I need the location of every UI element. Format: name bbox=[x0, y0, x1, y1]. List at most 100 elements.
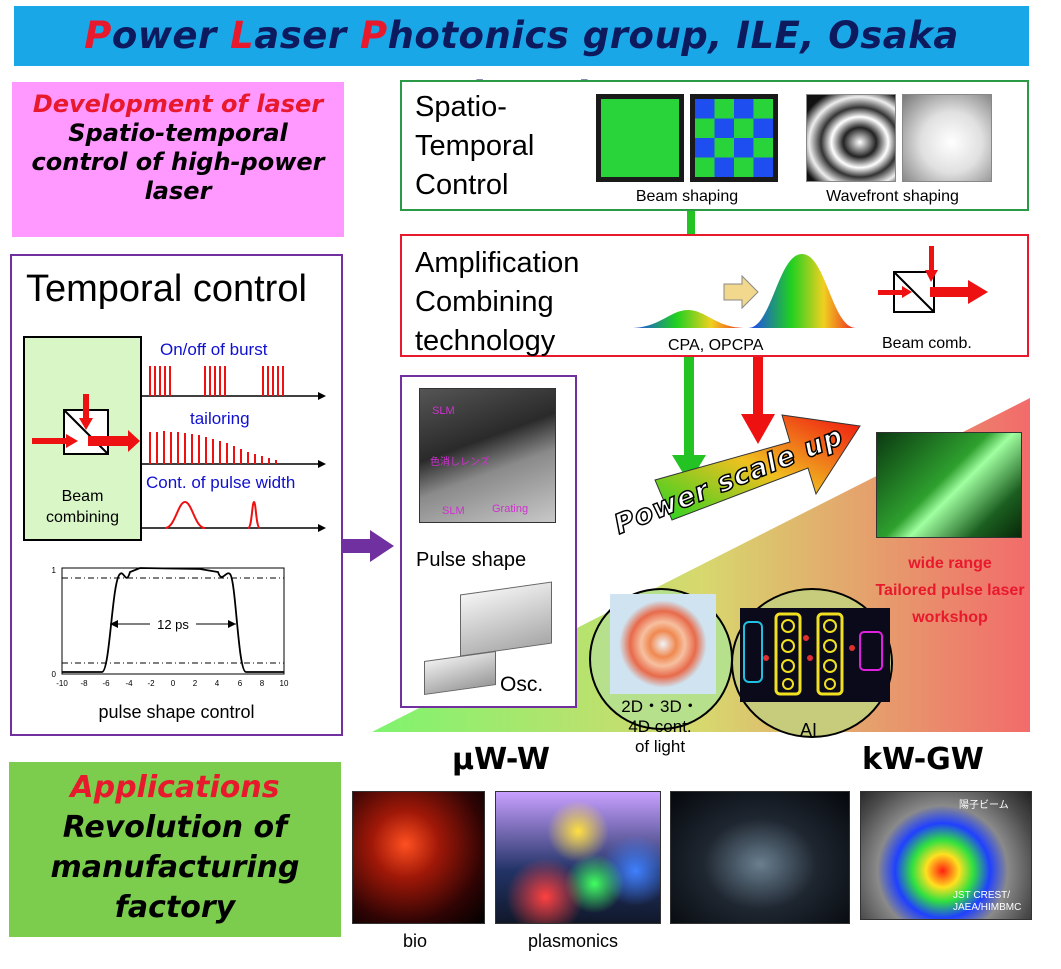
large-spectrum bbox=[748, 254, 856, 328]
red-down-arrow-shaft bbox=[753, 357, 763, 417]
light-line1: 2D・3D・ bbox=[621, 697, 699, 716]
svg-text:-4: -4 bbox=[125, 679, 133, 688]
plasmonics-photo bbox=[495, 791, 661, 924]
purple-arrow-head bbox=[370, 530, 394, 562]
tailoring-pulses bbox=[149, 431, 277, 464]
aircraft-photo bbox=[670, 791, 850, 924]
workshop-photo bbox=[876, 432, 1022, 538]
amplification-line3: technology bbox=[415, 325, 556, 357]
comb-beam-top bbox=[929, 246, 934, 272]
splitter-diagonal bbox=[63, 409, 109, 455]
slm-label-1: SLM bbox=[432, 405, 455, 417]
ai-network-image bbox=[740, 608, 890, 702]
grating-label: Grating bbox=[492, 503, 529, 515]
svg-text:8: 8 bbox=[260, 679, 265, 688]
light-control-label: 2D・3D・ 4D cont. of light bbox=[605, 697, 715, 757]
small-spectrum bbox=[630, 310, 746, 328]
beam-shaping-label: Beam shaping bbox=[635, 188, 739, 205]
plasmonics-label: plasmonics bbox=[528, 931, 619, 951]
burst-label: On/off of burst bbox=[160, 340, 268, 359]
applications-box: Applications Revolution of manufacturing… bbox=[9, 762, 341, 937]
green-down-arrow-head bbox=[672, 455, 706, 483]
spatio-line1: Spatio- bbox=[415, 91, 507, 123]
applications-line4: factory bbox=[114, 890, 236, 925]
title-aser: aser bbox=[254, 14, 360, 57]
workshop-line2: Tailored pulse laser bbox=[875, 582, 1025, 599]
applications-line2: Revolution of bbox=[62, 810, 288, 845]
temporal-diagram-svg bbox=[32, 366, 326, 532]
pulse-shaper-photo: SLM 色消しレンズ SLM Grating bbox=[419, 388, 556, 523]
input-beam-left bbox=[32, 438, 68, 444]
title-initial-p2: P bbox=[359, 14, 388, 57]
svg-text:-6: -6 bbox=[102, 679, 110, 688]
workshop-line1: wide range bbox=[908, 555, 992, 572]
title-initial-p: P bbox=[84, 14, 112, 57]
svg-text:-10: -10 bbox=[56, 679, 68, 688]
ai-label: AI bbox=[800, 720, 818, 740]
svg-text:10: 10 bbox=[280, 679, 289, 688]
wavefront-shaping-label: Wavefront shaping bbox=[826, 188, 959, 205]
low-power-label: μW-W bbox=[452, 742, 551, 777]
amplification-title: Amplification Combining technology bbox=[415, 244, 579, 361]
amplify-arrow bbox=[723, 274, 759, 310]
tailoring-label: tailoring bbox=[190, 409, 250, 428]
proton-therapy-photo: 陽子ビーム JST CREST/ JAEA/HIMBMC bbox=[860, 791, 1032, 920]
beam-combining-label: Beam combining bbox=[46, 488, 119, 526]
svg-text:-8: -8 bbox=[80, 679, 88, 688]
development-box: Development of laser Spatio-temporal con… bbox=[12, 82, 344, 237]
burst-pulses bbox=[149, 366, 284, 396]
proton-beam-label: 陽子ビーム bbox=[959, 800, 1009, 811]
connector-green-vertical bbox=[687, 211, 695, 235]
title-ower: ower bbox=[111, 14, 231, 57]
bio-label: bio bbox=[403, 931, 428, 951]
pulse-profile bbox=[62, 567, 284, 673]
spatio-line3: Control bbox=[415, 169, 509, 201]
title-initial-l: L bbox=[230, 14, 255, 57]
output-beam-head bbox=[128, 430, 140, 452]
applications-heading: Applications bbox=[70, 770, 280, 805]
development-heading: Development of laser bbox=[32, 90, 324, 118]
output-beam bbox=[88, 436, 130, 446]
input-beam-top-head bbox=[79, 418, 93, 430]
svg-text:6: 6 bbox=[238, 679, 243, 688]
narrow-pulse bbox=[247, 500, 261, 529]
red-down-arrow-head bbox=[741, 414, 775, 444]
pulse-shape-title: Pulse shape bbox=[416, 549, 527, 571]
comb-beam-out bbox=[930, 287, 972, 297]
spatio-line2: Temporal bbox=[415, 130, 535, 162]
osc-label: Osc. bbox=[500, 673, 544, 696]
pulse-width-label: Cont. of pulse width bbox=[146, 473, 296, 492]
wide-pulse bbox=[164, 500, 206, 529]
development-line4: laser bbox=[144, 177, 212, 205]
oscillator-photo bbox=[460, 581, 552, 657]
beam-shaping-image-checker bbox=[690, 94, 778, 182]
bio-photo bbox=[352, 791, 485, 924]
svg-text:-2: -2 bbox=[147, 679, 155, 688]
cpa-label: CPA, OPCPA bbox=[668, 337, 764, 354]
svg-text:2: 2 bbox=[193, 679, 198, 688]
applications-line3: manufacturing bbox=[50, 850, 300, 885]
development-line2: Spatio-temporal bbox=[68, 119, 288, 147]
photo-credit: JST CREST/ JAEA/HIMBMC bbox=[953, 890, 1021, 914]
light-line3: of light bbox=[634, 737, 686, 756]
high-power-label: kW-GW bbox=[862, 742, 984, 777]
light-pattern-image bbox=[610, 594, 716, 694]
lens-label: 色消しレンズ bbox=[430, 457, 490, 468]
credit-line2: JAEA/HIMBMC bbox=[953, 902, 1022, 913]
wavefront-image-2 bbox=[902, 94, 992, 182]
ytick-1: 1 bbox=[52, 566, 57, 575]
wavefront-image-1 bbox=[806, 94, 896, 182]
pulse-shape-caption: pulse shape control bbox=[98, 702, 255, 722]
beam-shaping-image-uniform bbox=[596, 94, 684, 182]
input-beam-top bbox=[83, 394, 89, 420]
ytick-0: 0 bbox=[52, 670, 57, 679]
green-down-arrow-shaft bbox=[684, 357, 694, 457]
svg-text:0: 0 bbox=[171, 679, 176, 688]
spatio-title: Spatio- Temporal Control bbox=[415, 88, 534, 205]
beam-comb-label: Beam comb. bbox=[882, 335, 972, 352]
amplification-line1: Amplification bbox=[415, 247, 580, 279]
purple-arrow-shaft bbox=[343, 539, 371, 553]
workshop-line3: workshop bbox=[912, 609, 988, 626]
